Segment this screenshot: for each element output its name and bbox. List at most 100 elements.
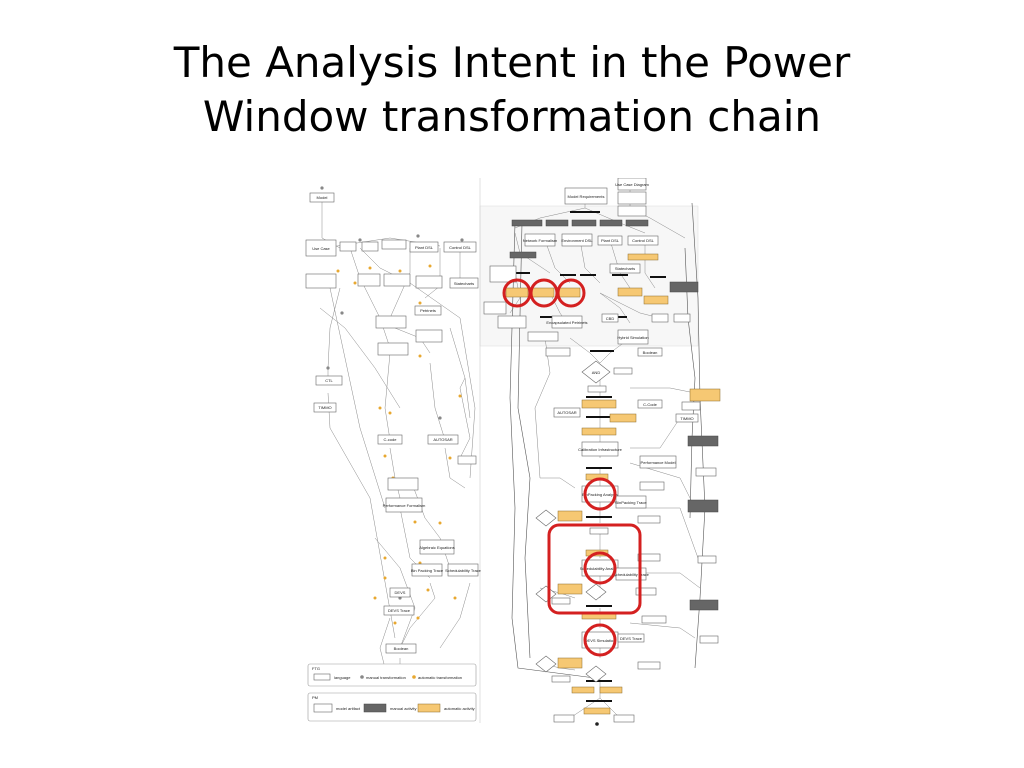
- right-node-environment-dsl-label: Environment DSL: [561, 238, 593, 243]
- right-node-timmo-label: TIMMO: [680, 416, 693, 421]
- right-node-hybrid-simulation: [617, 329, 649, 345]
- left-node-c-code: [377, 434, 403, 445]
- right-node-devs-trace: [617, 633, 645, 643]
- left-node-ctl: [315, 375, 343, 386]
- right-node-binpacking-trace: [615, 495, 647, 509]
- left-node-boolean-label: Boolean: [394, 646, 409, 651]
- left-node-autosar-label: AUTOSAR: [433, 437, 452, 442]
- right-node-devs-simulation-label: DEVS Simulation: [585, 638, 616, 643]
- highlight-circle-3: [556, 278, 586, 308]
- right-node-calibration-infrastructure: [581, 441, 619, 457]
- right-node-hybrid-simulation-label: Hybrid Simulation: [617, 335, 648, 340]
- left-manual-transformation-dots: [320, 186, 464, 600]
- transformation-chain-diagram: Model Use Case Plant DSL Control DSL Sta…: [300, 178, 721, 726]
- right-node-encapsulated-petrinets-label: Encapsulated Petrinets: [546, 320, 587, 325]
- left-node-bin-packing-trace: [411, 563, 443, 577]
- right-node-and-label: AND: [592, 370, 601, 375]
- left-node-devs-trace: [383, 605, 415, 616]
- left-node-autosar: [427, 434, 459, 445]
- right-node-control-dsl-label: Control DSL: [632, 238, 655, 243]
- left-node-schedulability-trace: [447, 563, 479, 577]
- legend-ftg: FTG language manual transformation autom…: [307, 663, 477, 687]
- right-node-boolean-label: Boolean: [643, 350, 658, 355]
- legend-automatic-activity-swatch: [417, 703, 441, 713]
- highlight-circle-devs: [583, 623, 617, 657]
- legend-model-artifact-swatch: [313, 703, 333, 713]
- right-node-plant-dsl-label: Plant DSL: [601, 238, 620, 243]
- legend-pm: PM model artifact manual activity automa…: [307, 692, 477, 722]
- highlight-circle-binpacking: [583, 477, 617, 511]
- right-node-calibration-infrastructure-label: Calibration Infrastructure: [578, 447, 623, 452]
- right-node-schedulability-trace-label: Schedulability Trace: [613, 572, 650, 577]
- highlight-box-schedulability: [547, 523, 642, 615]
- left-node-performance-formalism-label: Performance Formalism: [383, 503, 426, 508]
- right-node-performance-model-label: Performance Model: [641, 460, 676, 465]
- left-node-performance-formalism: [385, 497, 423, 513]
- right-node-devs-trace-label: DEVS Trace: [620, 636, 643, 641]
- legend-model-artifact-label: model artifact: [336, 706, 361, 711]
- legend-automatic-activity-label: automatic activity: [444, 706, 475, 711]
- legend-language-label: language: [334, 675, 351, 680]
- right-node-model-requirements-label: Model Requirements: [568, 194, 605, 199]
- right-node-network-formalism-label: Network Formalism: [523, 238, 558, 243]
- left-node-model: [309, 192, 335, 203]
- slide-title-line-2: Window transformation chain: [202, 92, 822, 141]
- legend-manual-activity-label: manual activity: [390, 706, 416, 711]
- right-node-plant-dsl: [597, 235, 623, 246]
- left-node-ctl-label: CTL: [325, 378, 333, 383]
- left-node-timmo: [313, 402, 337, 413]
- right-node-c-code: [637, 399, 663, 409]
- right-nodes: Model Requirements Use Case Diagram Netw…: [483, 178, 721, 726]
- left-node-algebraic-equations: [419, 539, 455, 555]
- legend-automatic-transformation-label: automatic transformation: [418, 675, 462, 680]
- right-node-encapsulated-petrinets: [551, 315, 583, 329]
- legend-automatic-transformation-dot: [412, 675, 416, 679]
- right-node-c-code-label: C-Code: [643, 402, 658, 407]
- left-node-model-label: Model: [317, 195, 328, 200]
- left-node-control-dsl-label: Control DSL: [449, 245, 472, 250]
- right-node-and-decision: [581, 360, 611, 384]
- right-node-schedulability-analysis-label: Schedulability Analysis: [580, 566, 620, 571]
- left-node-petrinets-label: Petrinets: [420, 308, 436, 313]
- left-node-plant-dsl: [409, 241, 439, 253]
- right-node-statecharts: [609, 263, 641, 274]
- left-node-c-code-label: C-code: [384, 437, 398, 442]
- right-node-model-requirements: [564, 187, 608, 205]
- left-node-bin-packing-trace-label: Bin Packing Trace: [411, 568, 444, 573]
- right-node-network-formalism: [524, 233, 556, 247]
- left-panel: Model Use Case Plant DSL Control DSL Sta…: [305, 186, 482, 722]
- right-node-environment-dsl: [561, 233, 593, 247]
- left-node-control-dsl: [443, 241, 477, 253]
- left-panel-bg: [300, 178, 478, 723]
- right-node-cbd: [601, 313, 619, 323]
- left-node-boolean: [385, 643, 417, 654]
- right-node-use-case-diagram-label: Use Case Diagram: [615, 182, 649, 187]
- left-node-use-case-label: Use Case: [312, 246, 330, 251]
- analysis-intent-highlights: [502, 278, 642, 657]
- right-node-statecharts-label: Statecharts: [615, 266, 635, 271]
- left-node-devs-label: DEVS: [395, 590, 406, 595]
- right-node-boolean: [637, 347, 663, 357]
- right-node-performance-model: [639, 455, 677, 469]
- left-node-devs: [389, 587, 411, 598]
- slide-title-line-1: The Analysis Intent in the Power: [173, 38, 851, 87]
- right-node-control-dsl: [627, 235, 659, 246]
- right-node-binpacking-trace-label: BinPacking Trace: [615, 500, 647, 505]
- legend-manual-activity-swatch: [363, 703, 387, 713]
- right-panel: Model Requirements Use Case Diagram Netw…: [483, 178, 721, 726]
- right-node-use-case-diagram: [617, 178, 647, 191]
- highlight-circle-schedulability: [583, 551, 617, 585]
- left-node-plant-dsl-label: Plant DSL: [415, 245, 434, 250]
- right-node-autosar: [553, 407, 581, 418]
- legend-pm-header: PM: [312, 695, 318, 700]
- left-node-algebraic-equations-label: Algebraic Equations: [419, 545, 455, 550]
- left-node-statecharts: [449, 277, 479, 289]
- left-node-petrinets: [414, 305, 442, 316]
- right-node-binpacking-analysis-label: BinPacking Analysis: [582, 492, 618, 497]
- legend-language-swatch: [313, 673, 331, 681]
- left-node-devs-trace-label: DEVS Trace: [388, 608, 411, 613]
- legend-manual-transformation-label: manual transformation: [366, 675, 406, 680]
- legend-manual-transformation-dot: [360, 675, 364, 679]
- left-node-statecharts-label: Statecharts: [454, 281, 474, 286]
